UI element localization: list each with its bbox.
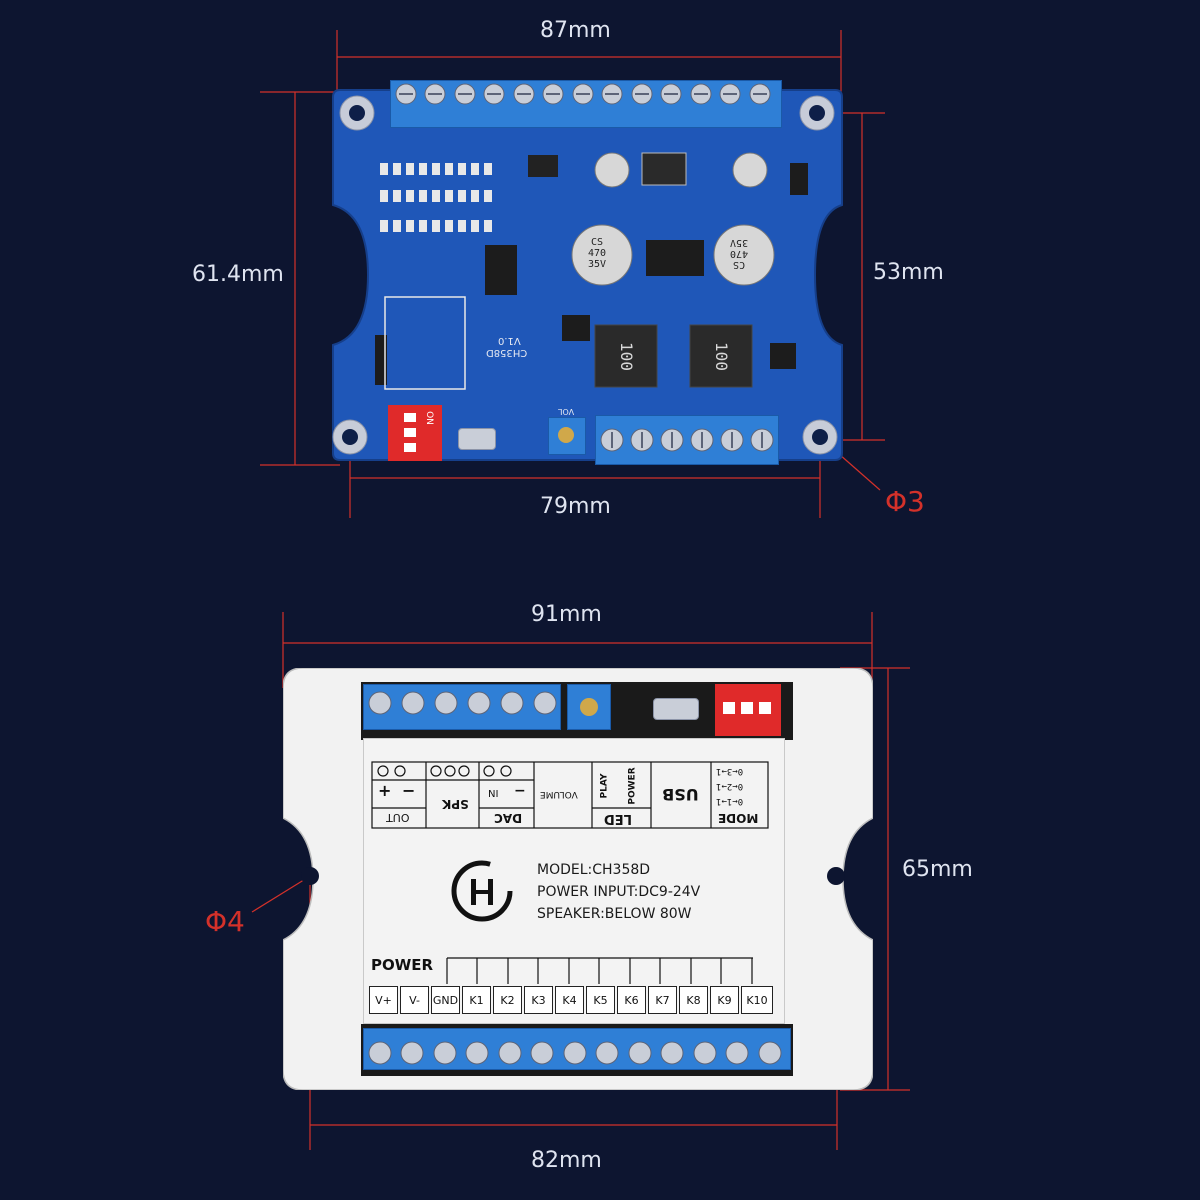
legend-out: OUT (386, 811, 410, 824)
dip-switch[interactable]: ON (388, 405, 442, 461)
switch-symbols (446, 957, 753, 984)
cap-label-line-1: CS (591, 237, 604, 248)
terminal-label-k1: K1 (462, 986, 491, 1014)
dip-lever-1[interactable] (723, 702, 735, 714)
spec-power-input: POWER INPUT:DC9-24V (537, 884, 701, 900)
screw-row-bottom (600, 428, 774, 452)
legend-led: LED (604, 811, 632, 826)
height-53mm-label: 53mm (873, 260, 944, 285)
hole-phi4-label: Φ4 (205, 905, 245, 938)
cap-label-line-3: 35V (730, 237, 749, 248)
pot-knob-icon (558, 427, 574, 443)
legend-spk: SPK (442, 797, 469, 811)
dip-on-label: ON (423, 411, 434, 425)
height-65mm-label: 65mm (902, 857, 973, 882)
cap-label-line-2: 470 (588, 248, 607, 259)
legend-volume: VOLUME (540, 789, 578, 799)
cap-label-line-2: 470 (730, 248, 749, 259)
dip-lever-2[interactable] (404, 428, 416, 437)
width-82mm-label: 82mm (531, 1148, 602, 1173)
spec-speaker: SPEAKER:BELOW 80W (537, 906, 692, 922)
terminal-label-k5: K5 (586, 986, 615, 1014)
legend-in-minus: − (514, 783, 526, 799)
power-title: POWER (371, 956, 434, 974)
legend-plus: + (378, 781, 392, 800)
enclosure-potentiometer[interactable] (567, 684, 611, 730)
terminal-label-k3: K3 (524, 986, 553, 1014)
dip-lever-3[interactable] (759, 702, 771, 714)
volume-potentiometer[interactable] (548, 417, 586, 455)
dip-lever-1[interactable] (404, 413, 416, 422)
width-91mm-label: 91mm (531, 602, 602, 627)
dip-lever-3[interactable] (404, 443, 416, 452)
legend-play: PLAY (599, 773, 610, 799)
terminal-label-gnd: GND (431, 986, 460, 1014)
label-legend-grid (371, 761, 769, 829)
legend-dac: DAC (494, 811, 523, 825)
height-61-4mm-label: 61.4mm (192, 262, 284, 287)
dip-lever-2[interactable] (741, 702, 753, 714)
enclosure-dip-switch[interactable] (715, 684, 781, 736)
vol-silk-label: VOL (558, 407, 575, 416)
hole-phi3-label: Φ3 (885, 485, 925, 518)
mode-row-2: 0←2→1 (716, 781, 744, 791)
mode-row-1: 0←1→1 (716, 796, 744, 806)
board-version-print: V1.0 (498, 335, 521, 346)
terminal-label-k7: K7 (648, 986, 677, 1014)
top-terminal-block (390, 80, 782, 128)
product-label-card: + − OUT SPK IN − DAC VOLUME PLAY POWER L… (363, 738, 785, 1024)
terminal-label-k9: K9 (710, 986, 739, 1014)
width-79mm-label: 79mm (540, 494, 611, 519)
screw-row-enclosure-bottom (368, 1041, 782, 1065)
terminal-label-k6: K6 (617, 986, 646, 1014)
screw-row (395, 83, 771, 105)
terminal-label-k10: K10 (741, 986, 773, 1014)
bottom-terminal-block (595, 415, 779, 465)
capacitor-left-label: CS 470 35V (588, 237, 606, 270)
terminal-label-v-minus: V- (400, 986, 429, 1014)
terminal-label-k2: K2 (493, 986, 522, 1014)
pot-knob-icon (580, 698, 598, 716)
legend-power: POWER (627, 767, 638, 805)
brand-logo-icon (451, 860, 513, 922)
legend-mode-rows: 0←1→1 0←2→1 0←3→1 (716, 763, 743, 808)
capacitor-right-label: CS 470 35V (730, 237, 748, 270)
terminal-label-k8: K8 (679, 986, 708, 1014)
enclosure-micro-usb[interactable] (653, 698, 699, 720)
inductor-left-label: 100 (616, 342, 636, 371)
pcb-board: CH358D V1.0 CS 470 35V CS 470 35V 100 10… (330, 80, 845, 465)
inductor-right-label: 100 (711, 342, 731, 371)
enclosure-top-terminal (363, 684, 561, 730)
width-87mm-label: 87mm (540, 18, 611, 43)
terminal-label-v-plus: V+ (369, 986, 398, 1014)
screw-row-enclosure-top (368, 691, 557, 715)
legend-in: IN (488, 787, 499, 798)
micro-usb-port[interactable] (458, 428, 496, 450)
cap-label-line-1: CS (733, 259, 746, 270)
mode-row-3: 0←3→1 (716, 766, 744, 776)
smd-components (375, 152, 808, 390)
enclosure-bottom-terminal (363, 1028, 791, 1070)
spec-model: MODEL:CH358D (537, 862, 651, 878)
terminal-label-k4: K4 (555, 986, 584, 1014)
board-model-print: CH358D (486, 347, 528, 358)
legend-usb: USB (662, 785, 699, 804)
legend-mode: MODE (718, 811, 759, 825)
legend-minus: − (402, 781, 416, 800)
cap-label-line-3: 35V (588, 259, 607, 270)
